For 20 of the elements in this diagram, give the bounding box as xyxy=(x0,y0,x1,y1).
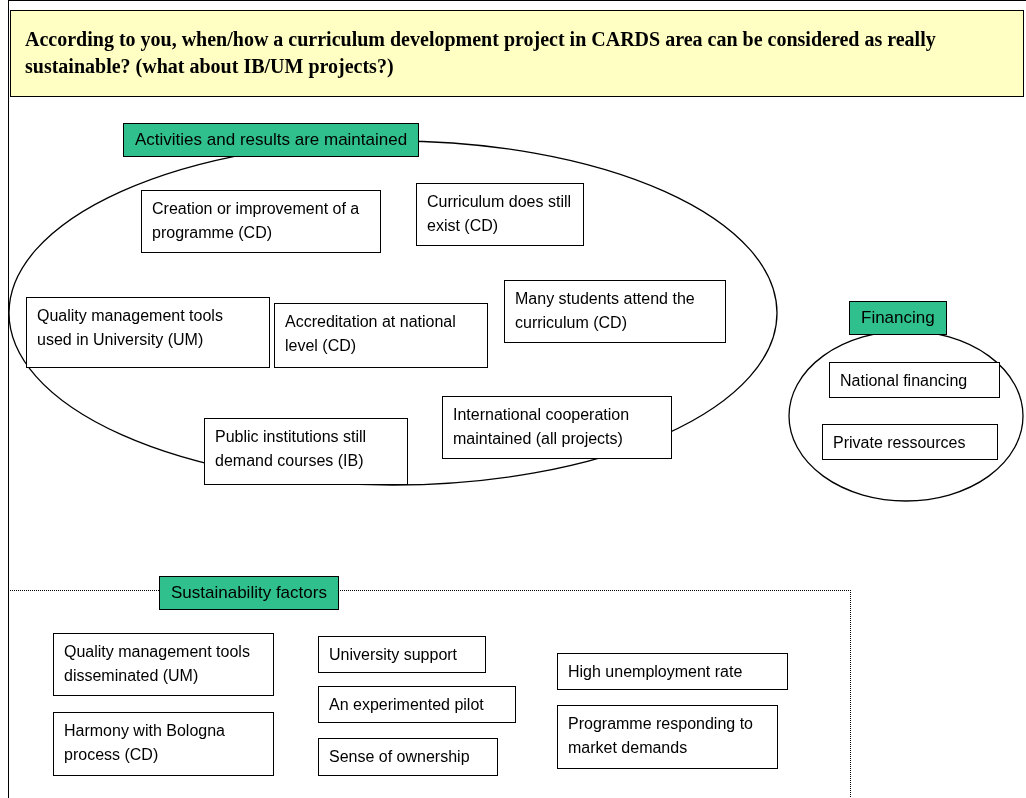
text-box: Many students attend the curriculum (CD) xyxy=(504,280,726,343)
text-box: Sense of ownership xyxy=(318,738,498,776)
text-box: Programme responding to market demands xyxy=(557,705,778,769)
group-heading: Activities and results are maintained xyxy=(123,123,420,157)
text-box: Quality management tools disseminated (UM) xyxy=(53,633,274,696)
text-box: Public institutions still demand courses (IB) xyxy=(204,418,408,485)
text-box: Harmony with Bologna process (CD) xyxy=(53,712,274,776)
text-box: An experimented pilot xyxy=(318,686,516,723)
text-box: High unemployment rate xyxy=(557,653,788,690)
text-box: Accreditation at national level (CD) xyxy=(274,303,488,368)
text-box: National financing xyxy=(829,362,1000,398)
text-box: Curriculum does still exist (CD) xyxy=(416,183,584,246)
text-box: Quality management tools used in University (UM) xyxy=(26,297,270,368)
text-box: Private ressources xyxy=(822,424,998,460)
text-box: International cooperation maintained (all projects) xyxy=(442,396,672,459)
text-box: Creation or improvement of a programme (CD) xyxy=(141,190,381,253)
group-heading: Sustainability factors xyxy=(159,576,339,610)
text-box: University support xyxy=(318,636,486,673)
title-banner: According to you, when/how a curriculum development project in CARDS area can be considered as really sustainable? (what about IB/UM projects?) xyxy=(10,10,1024,97)
group-heading: Financing xyxy=(849,301,947,335)
